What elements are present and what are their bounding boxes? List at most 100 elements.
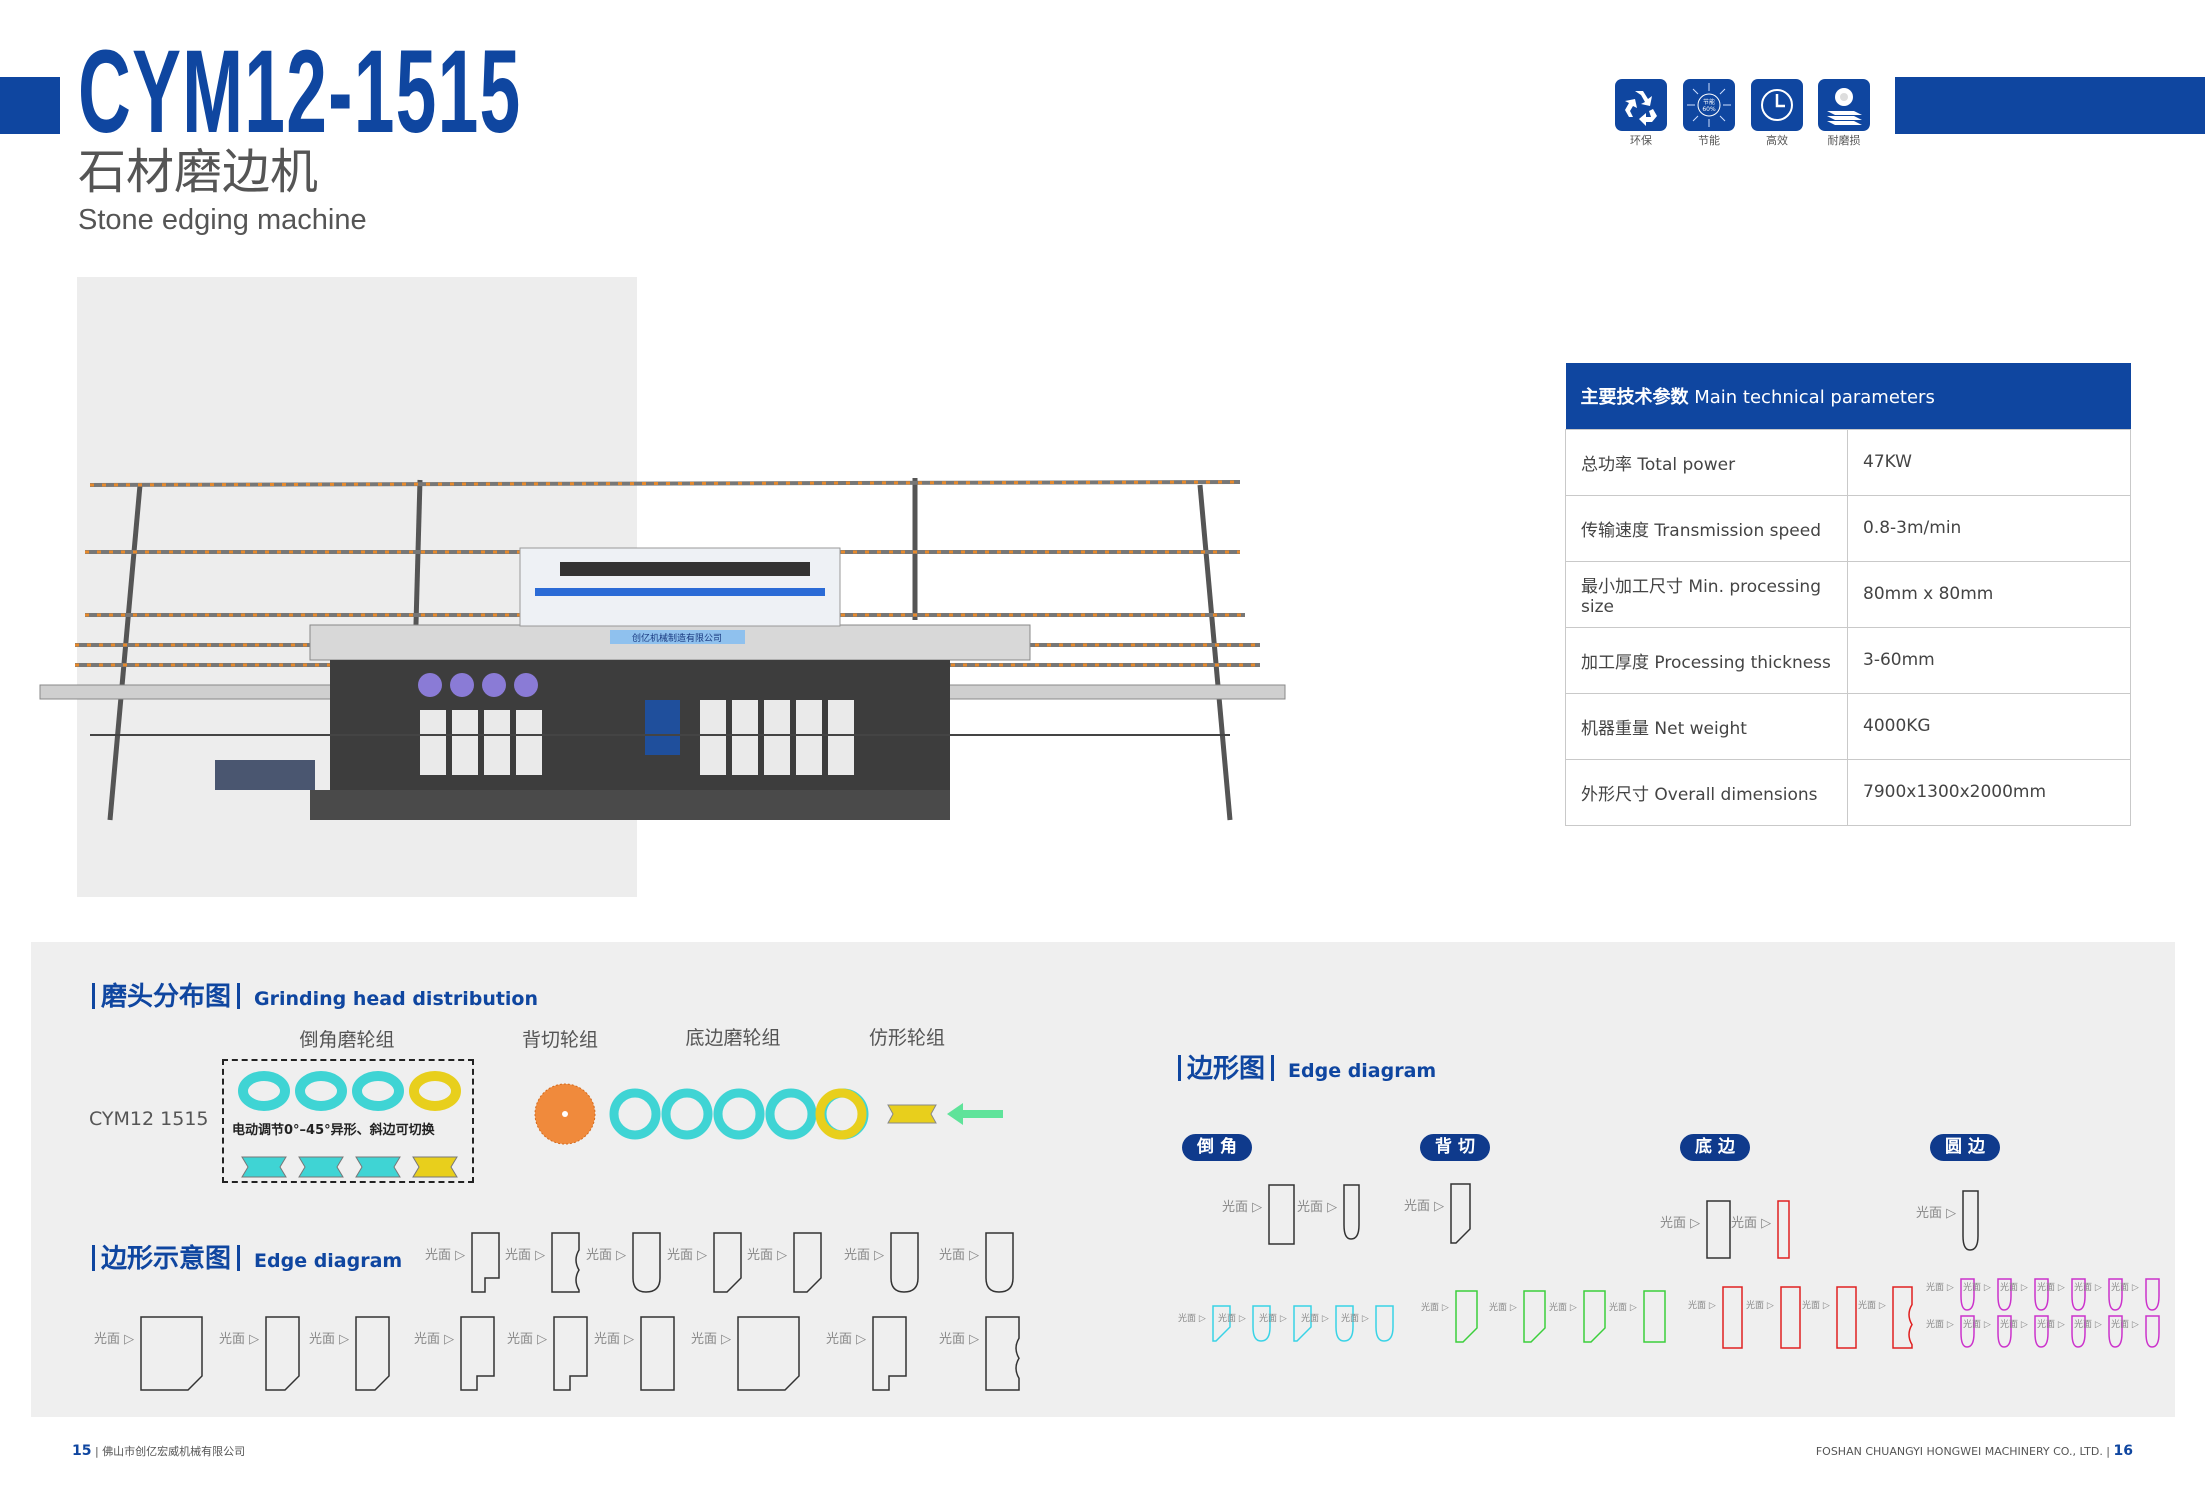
polished-face-label: 光面 ▷ bbox=[1916, 1206, 1957, 1221]
polished-face-label: 光面 ▷ bbox=[1259, 1314, 1287, 1324]
edge-profile-shape bbox=[2034, 1278, 2049, 1311]
polished-face-label: 光面 ▷ bbox=[1549, 1303, 1577, 1313]
profile-wheel bbox=[241, 1156, 287, 1178]
polished-face-label: 光面 ▷ bbox=[1222, 1200, 1263, 1215]
polished-face-label: 光面 ▷ bbox=[507, 1332, 548, 1347]
saw-hole bbox=[562, 1111, 568, 1117]
edge-profile-shape bbox=[1722, 1286, 1743, 1349]
polished-face-label: 光面 ▷ bbox=[414, 1332, 455, 1347]
feature-label: 节能 bbox=[1698, 134, 1720, 147]
edge-profile-shape bbox=[1523, 1290, 1546, 1343]
polished-face-label: 光面 ▷ bbox=[2000, 1320, 2028, 1330]
edge-profile-shape bbox=[890, 1232, 919, 1293]
model-title: CYM12-1515 bbox=[78, 26, 522, 158]
edge-profile-shape bbox=[355, 1316, 390, 1391]
header-right-bar bbox=[1895, 77, 2205, 134]
polished-face-label: 光面 ▷ bbox=[1301, 1314, 1329, 1324]
chamfer-wheel bbox=[238, 1071, 290, 1111]
edge-profile-shape bbox=[1375, 1305, 1394, 1342]
polished-face-label: 光面 ▷ bbox=[2074, 1320, 2102, 1330]
polished-face-label: 光面 ▷ bbox=[1731, 1216, 1772, 1231]
edge-profile-shape bbox=[632, 1232, 661, 1293]
polished-face-label: 光面 ▷ bbox=[2074, 1283, 2102, 1293]
chamfer-wheel bbox=[295, 1071, 347, 1111]
group-label: 底边磨轮组 bbox=[685, 1027, 781, 1049]
clock-icon bbox=[1751, 79, 1803, 131]
edge-profile-shape bbox=[737, 1316, 800, 1391]
badge-chamfer: 倒角 bbox=[1182, 1134, 1252, 1161]
product-title-en: Stone edging machine bbox=[78, 204, 367, 236]
badge-round-edge: 圆边 bbox=[1930, 1134, 2000, 1161]
edge-profile-shape bbox=[1997, 1278, 2012, 1311]
edge-profile-shape bbox=[2034, 1315, 2049, 1348]
polished-face-label: 光面 ▷ bbox=[1609, 1303, 1637, 1313]
edge-profile-shape bbox=[713, 1232, 742, 1293]
polished-face-label: 光面 ▷ bbox=[309, 1332, 350, 1347]
edge-profile-shape bbox=[1293, 1305, 1312, 1342]
feature-label: 高效 bbox=[1766, 134, 1788, 147]
wear-resistant-icon bbox=[1818, 79, 1870, 131]
polished-face-label: 光面 ▷ bbox=[2111, 1320, 2139, 1330]
spec-table-header: 主要技术参数 Main technical parameters bbox=[1565, 363, 2131, 429]
edge-profile-shape bbox=[1343, 1184, 1360, 1240]
edge-profile-shape bbox=[2071, 1278, 2086, 1311]
edge-profile-shape bbox=[872, 1316, 907, 1391]
group-label: 倒角磨轮组 bbox=[299, 1029, 395, 1051]
polished-face-label: 光面 ▷ bbox=[2111, 1283, 2139, 1293]
bottom-wheel bbox=[815, 1088, 867, 1140]
edge-profile-shape bbox=[551, 1232, 580, 1293]
recycle-icon bbox=[1615, 79, 1667, 131]
edge-profile-shape bbox=[2108, 1278, 2123, 1311]
edge-profile-shape bbox=[1583, 1290, 1606, 1343]
bottom-wheel bbox=[661, 1088, 713, 1140]
edge-profile-shape bbox=[2108, 1315, 2123, 1348]
polished-face-label: 光面 ▷ bbox=[219, 1332, 260, 1347]
footer-right: FOSHAN CHUANGYI HONGWEI MACHINERY CO., L… bbox=[1815, 1443, 2133, 1459]
polished-face-label: 光面 ▷ bbox=[1218, 1314, 1246, 1324]
polished-face-label: 光面 ▷ bbox=[2037, 1320, 2065, 1330]
edge-profile-shape bbox=[2071, 1315, 2086, 1348]
polished-face-label: 光面 ▷ bbox=[1688, 1301, 1716, 1311]
polished-face-label: 光面 ▷ bbox=[1489, 1303, 1517, 1313]
edge-profile-shape bbox=[1780, 1286, 1801, 1349]
product-title-cn: 石材磨边机 bbox=[78, 144, 319, 200]
edge-profile-shape bbox=[1706, 1200, 1731, 1259]
polished-face-label: 光面 ▷ bbox=[747, 1248, 788, 1263]
spec-table: 主要技术参数 Main technical parameters 总功率 Tot… bbox=[1565, 363, 2131, 826]
edge-profile-shape bbox=[1960, 1278, 1975, 1311]
edge-profile-shape bbox=[1892, 1286, 1913, 1349]
polished-face-label: 光面 ▷ bbox=[1178, 1314, 1206, 1324]
edge-profile-shape bbox=[2145, 1315, 2160, 1348]
feed-arrow-icon bbox=[947, 1103, 1003, 1125]
badge-bottom-edge: 底边 bbox=[1680, 1134, 1750, 1161]
bottom-wheel bbox=[765, 1088, 817, 1140]
polished-face-label: 光面 ▷ bbox=[425, 1248, 466, 1263]
chamfer-wheel bbox=[352, 1071, 404, 1111]
group-label: 仿形轮组 bbox=[868, 1027, 946, 1049]
profile-wheel bbox=[298, 1156, 344, 1178]
edge-profile-shape bbox=[1212, 1305, 1231, 1342]
polished-face-label: 光面 ▷ bbox=[844, 1248, 885, 1263]
edge-profile-shape bbox=[265, 1316, 300, 1391]
edge-profile-shape bbox=[553, 1316, 588, 1391]
polished-face-label: 光面 ▷ bbox=[939, 1332, 980, 1347]
bottom-wheel bbox=[713, 1088, 765, 1140]
polished-face-label: 光面 ▷ bbox=[1297, 1200, 1338, 1215]
feature-label: 耐磨损 bbox=[1827, 134, 1861, 147]
polished-face-label: 光面 ▷ bbox=[1926, 1320, 1954, 1330]
machine-image: 创亿机械制造有限公司 bbox=[39, 478, 1286, 821]
polished-face-label: 光面 ▷ bbox=[594, 1332, 635, 1347]
edge-profile-shape bbox=[1455, 1290, 1478, 1343]
edge-profile-shape bbox=[1252, 1305, 1271, 1342]
polished-face-label: 光面 ▷ bbox=[667, 1248, 708, 1263]
edge-profile-shape bbox=[793, 1232, 822, 1293]
svg-text:60%: 60% bbox=[1702, 106, 1716, 113]
polished-face-label: 光面 ▷ bbox=[2037, 1283, 2065, 1293]
